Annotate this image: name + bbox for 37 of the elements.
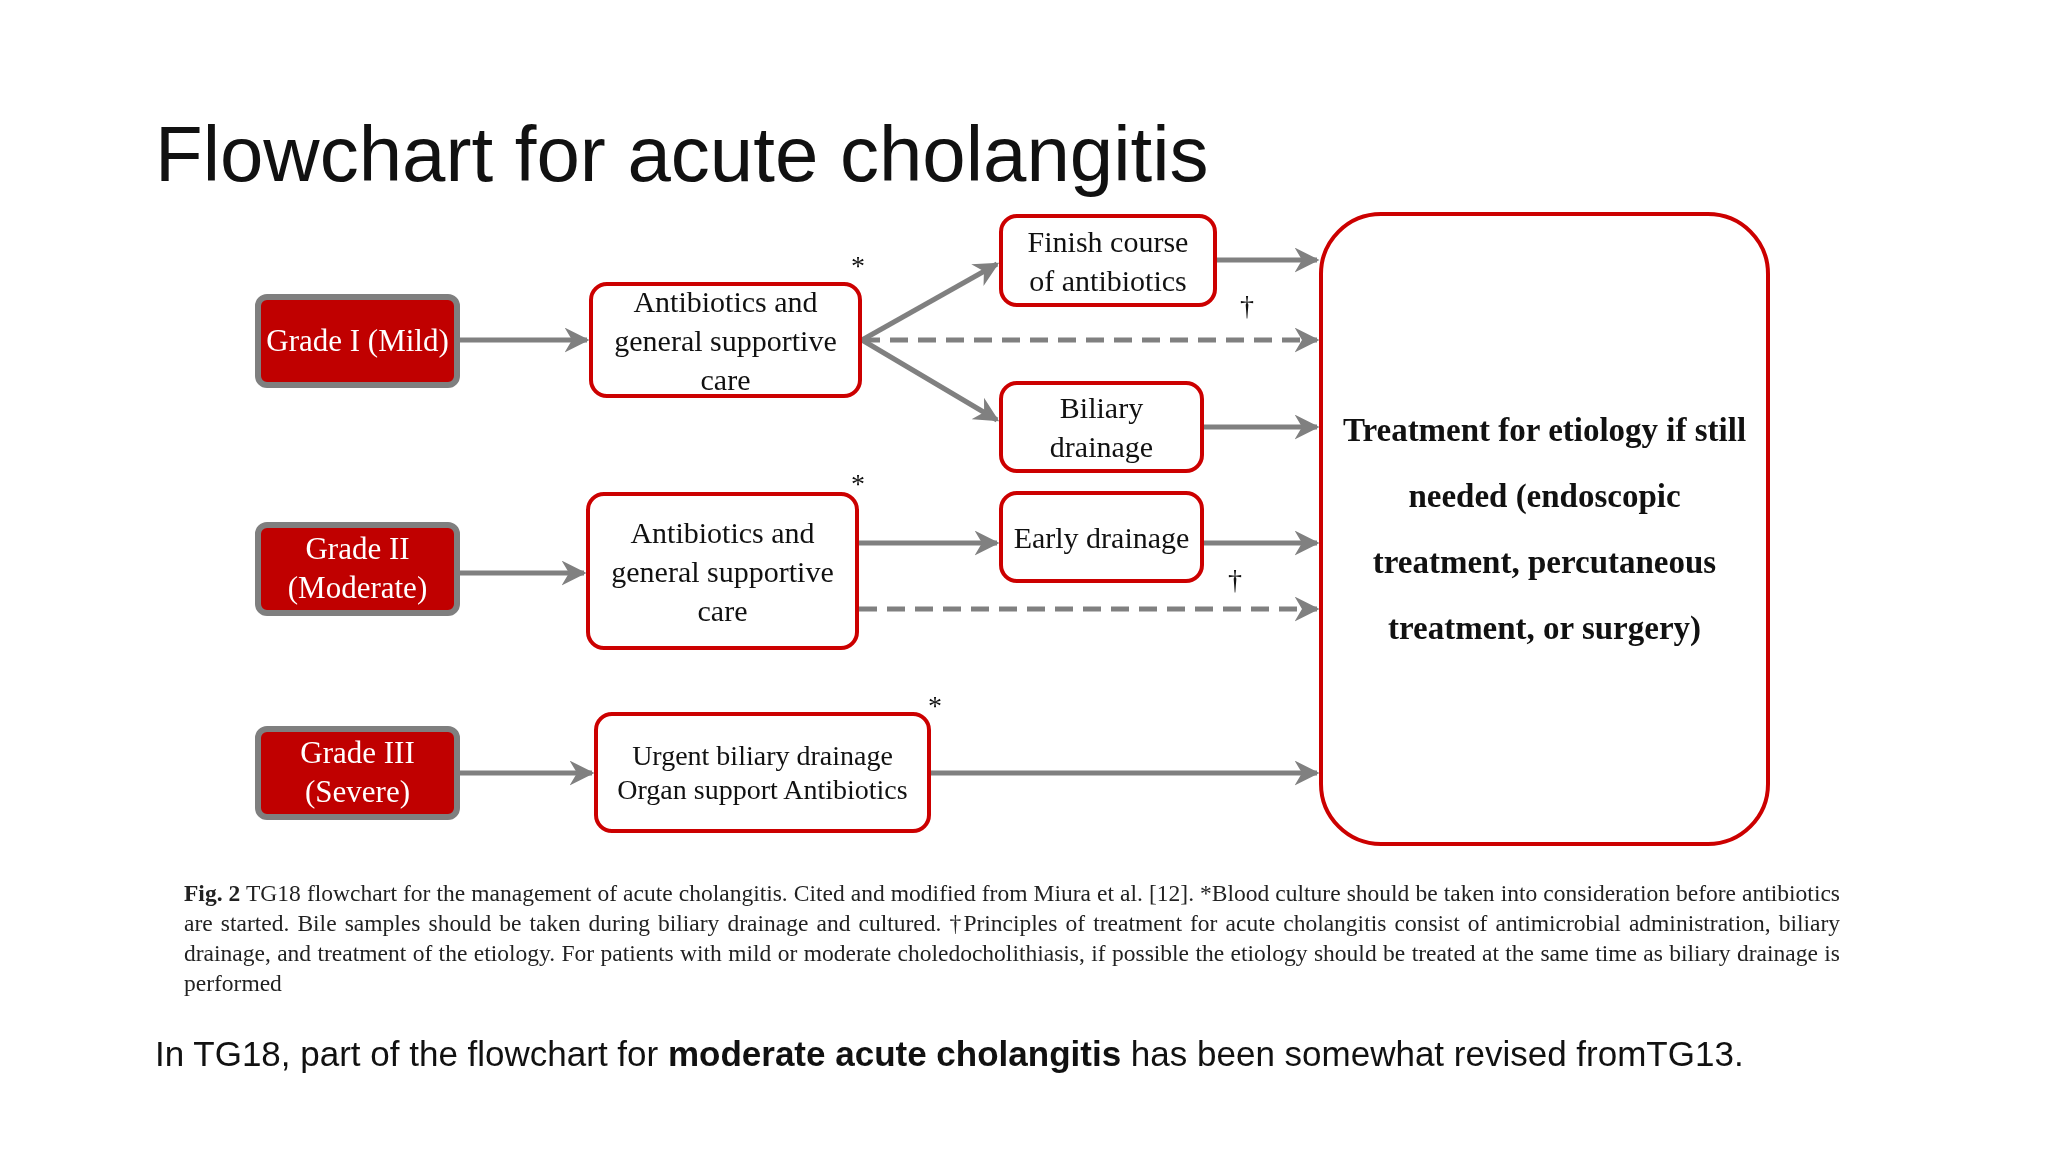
process-box [586,492,859,650]
footnote-mark: † [1240,292,1254,320]
footnote-mark: * [851,470,865,498]
footnote-mark: * [851,252,865,280]
box-label: Urgent biliary drainage Organ support Antibiotics [616,738,909,807]
grade-box [255,522,460,616]
arrow [1217,247,1320,273]
arrow [859,530,1000,556]
box-label: Treatment for etiology if still needed (endoscopic treatment, percutaneous treatment, or surgery) [1341,411,1748,648]
box-label: Antibiotics and general supportive care [610,514,835,629]
outcome-box [1319,212,1770,846]
slide-title: Flowchart for acute cholangitis [155,112,1209,198]
footnote-mark: * [928,692,942,720]
footnote-mark: † [1228,566,1242,594]
grade-box [255,726,460,820]
process-box [999,214,1217,307]
box-label: Finish course of antibiotics [1026,223,1190,299]
arrow [1204,530,1320,556]
arrow [1204,414,1320,440]
process-box [999,491,1204,583]
arrow [460,560,587,586]
box-label: Grade III (Severe) [299,734,416,811]
dashed-arrow [859,596,1320,622]
arrow [931,760,1320,786]
box-label: Early drainage [1013,519,1190,556]
arrow [460,327,590,353]
figure-caption: Fig. 2 TG18 flowchart for the management of acute cholangitis. Cited and modified from Miura et al. [12]. *Blood culture should be taken into consideration before antibiotics are started. Bile samples should be taken during biliary drainage and cultured. †Principles of treatment for acute cholangitis consist of antimicrobial administration, biliary drainage, and treatment of the etiology. For patients with mild or moderate choledocholithiasis, if possible the etiology should be treated at the same time as biliary drainage is performed [184,879,1840,998]
arrow [460,760,595,786]
box-label: Biliary drainage [1048,390,1155,465]
process-box [999,381,1204,473]
box-label: Grade I (Mild) [266,321,449,360]
box-label: Grade II (Moderate) [286,530,429,607]
process-box [589,282,862,398]
grade-box [255,294,460,388]
box-label: Antibiotics and general supportive care [613,283,838,398]
note-text: In TG18, part of the flowchart for moderate acute cholangitis has been somewhat revised fromTG13. [155,1034,1744,1074]
process-box [594,712,931,833]
